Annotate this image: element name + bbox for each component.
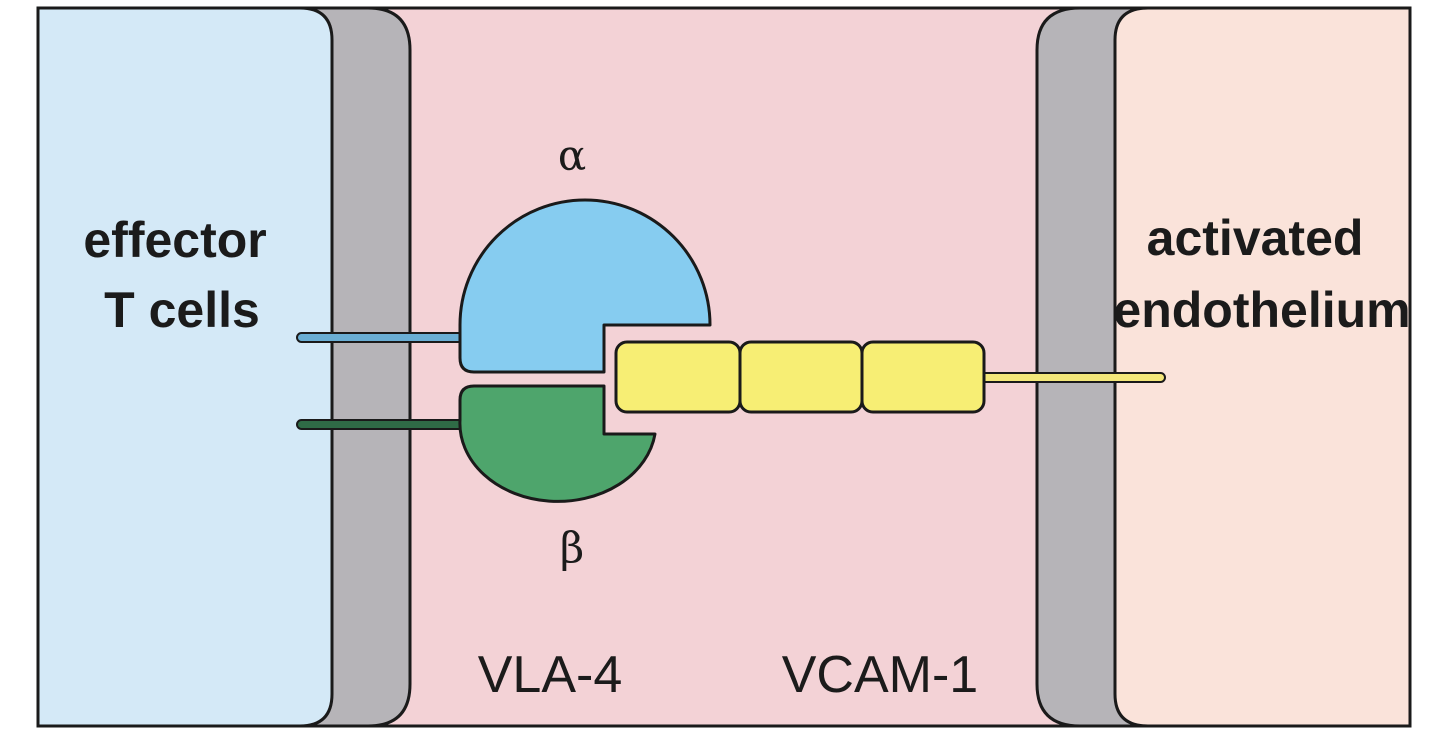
vcam1-domain — [738, 340, 864, 414]
left-cell-label-line2: T cells — [104, 282, 260, 338]
right-cell-label-line2: endothelium — [1113, 282, 1410, 338]
beta-chain-tail — [296, 419, 468, 430]
left-cell-label-line1: effector — [83, 212, 266, 268]
activated-endothelium — [1113, 6, 1412, 728]
vla4-label: VLA-4 — [478, 646, 623, 704]
vla4-beta-subunit — [458, 384, 657, 503]
figure-frame — [36, 6, 1412, 728]
right-cell-label: activated endothelium — [1113, 210, 1410, 338]
vcam1-label: VCAM-1 — [782, 646, 978, 704]
right-cell-label-line1: activated — [1147, 210, 1364, 266]
beta-label: β — [560, 523, 584, 572]
alpha-chain-tail — [296, 332, 468, 343]
vcam1-domain — [614, 340, 742, 414]
vcam1-domain — [860, 340, 986, 414]
vla4-alpha-subunit — [458, 198, 712, 374]
alpha-label: α — [558, 131, 586, 180]
left-cell-label: effector T cells — [83, 212, 280, 338]
vcam1-tail — [974, 372, 1166, 383]
effector-t-cell — [36, 6, 334, 728]
